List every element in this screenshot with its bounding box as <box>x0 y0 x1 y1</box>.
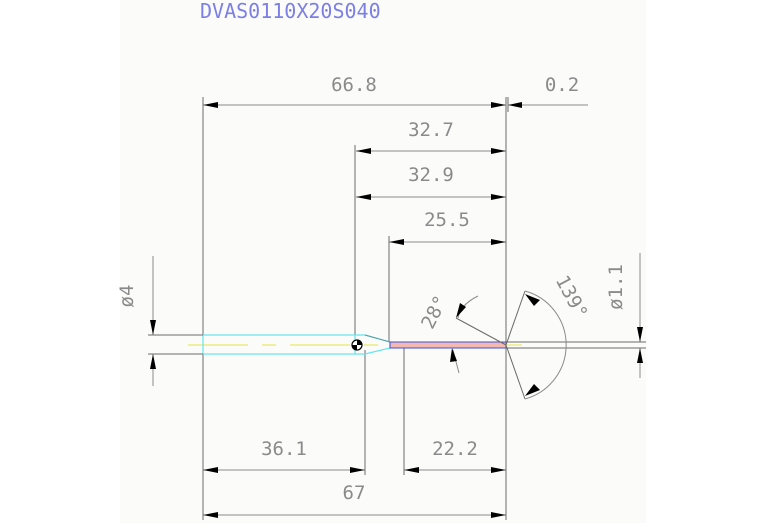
arrow-icon <box>491 194 506 200</box>
dim-0-2: 0.2 <box>545 74 579 96</box>
arrow-icon <box>508 102 522 108</box>
tip-flute <box>389 341 507 349</box>
dim-25-5: 25.5 <box>424 209 470 231</box>
dim-67: 67 <box>343 482 366 504</box>
center-mark-icon <box>351 339 363 351</box>
arrow-icon <box>356 194 371 200</box>
dim-66-8: 66.8 <box>331 74 377 96</box>
arrow-icon <box>491 148 506 154</box>
arrow-icon <box>150 354 156 369</box>
arrow-icon <box>150 320 156 335</box>
dim-32-9: 32.9 <box>408 164 454 186</box>
angle-leg-28 <box>455 317 507 346</box>
dim-22-2: 22.2 <box>432 438 478 460</box>
angle-leg-139-bottom <box>505 344 526 400</box>
dim-36-1: 36.1 <box>261 438 307 460</box>
angle-arc-139 <box>524 290 567 400</box>
arrow-icon <box>637 348 643 363</box>
arrow-icon <box>450 348 457 362</box>
arrow-icon <box>350 467 365 473</box>
part-number-title: DVAS0110X20S040 <box>200 0 381 23</box>
arrow-icon <box>491 239 506 245</box>
arrow-icon <box>404 467 419 473</box>
dim-angle-28: 28° <box>417 292 452 333</box>
arrow-icon <box>491 512 506 518</box>
arrow-icon <box>356 148 371 154</box>
arrow-icon <box>491 467 506 473</box>
arrow-icon <box>525 384 540 396</box>
angle-leg-139-top <box>505 290 526 346</box>
arrow-icon <box>203 512 218 518</box>
dim-32-7: 32.7 <box>408 119 454 141</box>
arrow-icon <box>203 102 218 108</box>
arrow-icon <box>389 239 404 245</box>
dim-diameter-1-1: ø1.1 <box>605 264 627 310</box>
dim-diameter-4: ø4 <box>116 285 138 308</box>
arrow-icon <box>637 327 643 342</box>
arrow-icon <box>456 303 466 318</box>
arrow-icon <box>491 102 506 108</box>
taper-edge <box>364 334 391 343</box>
drawing-sheet <box>120 0 646 523</box>
arrow-icon <box>525 294 540 306</box>
arrow-icon <box>203 467 218 473</box>
